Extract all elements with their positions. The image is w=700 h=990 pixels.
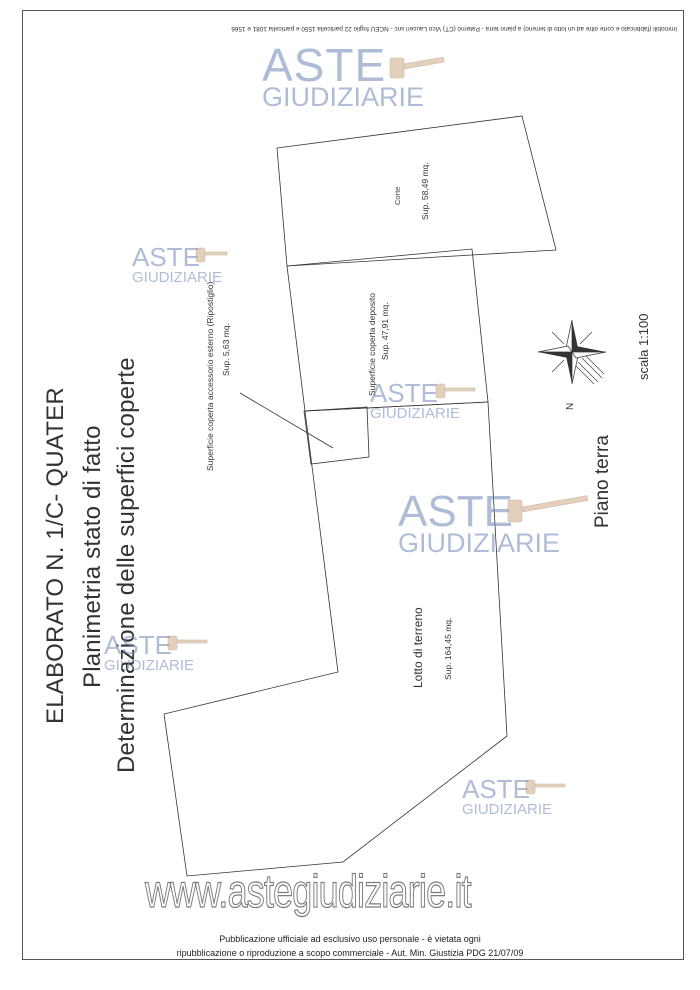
gavel-icon	[204, 251, 228, 256]
gavel-icon	[521, 495, 589, 513]
lotto-area-outline	[163, 401, 508, 877]
footer-line-2: ripubblicazione o riproduzione a scopo c…	[176, 948, 524, 958]
gavel-icon	[507, 499, 523, 523]
compass-rose	[537, 319, 607, 385]
ripostiglio-area-outline	[303, 406, 370, 465]
gavel-icon	[389, 57, 405, 79]
watermark-logo-middle: ASTE GIUDIZIARIE	[370, 378, 461, 422]
footer-line-1: Pubblicazione ufficiale ad esclusivo uso…	[219, 934, 481, 944]
watermark-logo-lower-right: ASTE GIUDIZIARIE	[462, 774, 553, 818]
gavel-icon	[534, 783, 566, 788]
gavel-icon	[435, 383, 446, 399]
watermark-logo-upper-left: ASTE GIUDIZIARIE	[132, 242, 223, 286]
gavel-icon	[444, 387, 476, 392]
gavel-icon	[167, 635, 178, 651]
watermark-logo-lower-left: ASTE GIUDIZIARIE	[104, 630, 195, 674]
gavel-icon	[403, 56, 445, 70]
corte-area-outline	[276, 115, 557, 267]
watermark-logo-center: ASTE GIUDIZIARIE	[398, 487, 561, 558]
watermark-logo-top: ASTE GIUDIZIARIE	[262, 39, 425, 112]
gavel-icon	[176, 639, 208, 644]
gavel-icon	[195, 247, 206, 263]
page-frame	[22, 10, 684, 960]
watermark-url: www.astegiudiziarie.it	[145, 864, 473, 917]
gavel-icon	[525, 779, 536, 795]
ripostiglio-leader-line	[239, 392, 334, 449]
